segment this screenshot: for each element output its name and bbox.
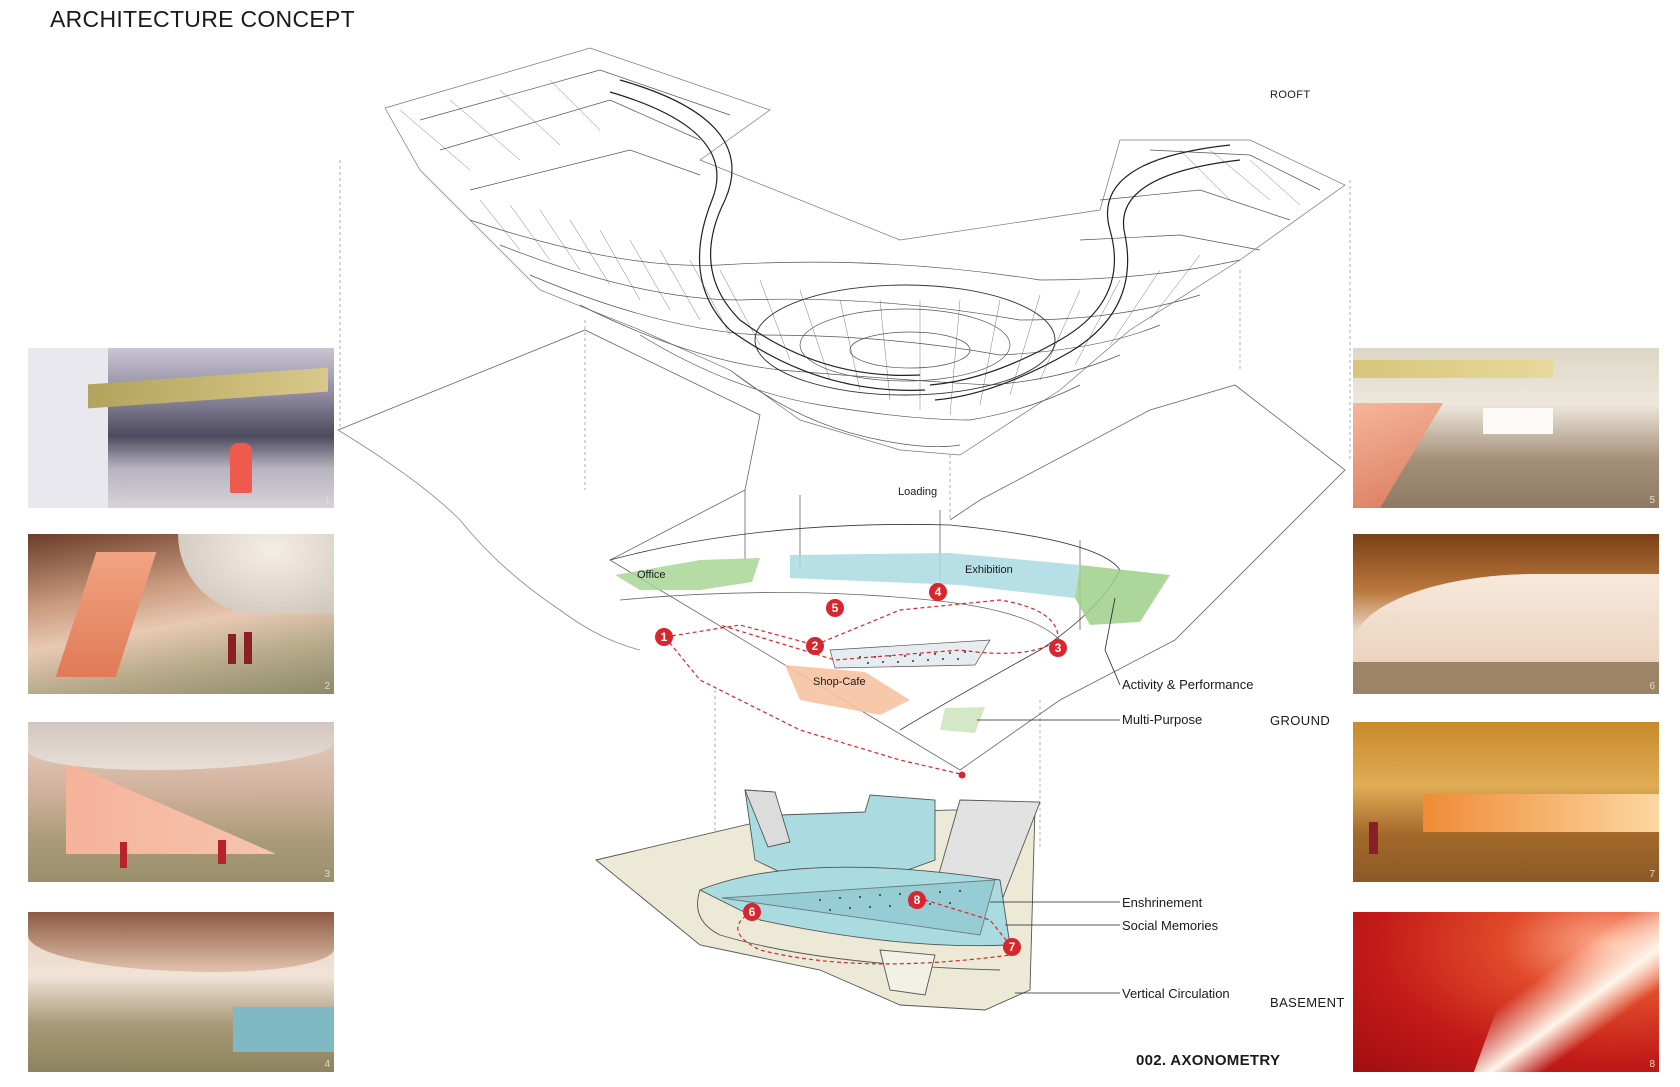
marker-4: 4 <box>929 583 947 601</box>
marker-1: 1 <box>655 628 673 646</box>
svg-text:6: 6 <box>749 905 756 919</box>
render-image-4: 4 <box>28 912 334 1072</box>
enshrinement-label: Enshrinement <box>1122 895 1203 910</box>
ground-floor <box>337 329 1346 771</box>
svg-text:2: 2 <box>812 639 819 653</box>
svg-text:7: 7 <box>1009 940 1016 954</box>
vertical-circulation-label: Vertical Circulation <box>1122 986 1230 1001</box>
circulation-path-basement <box>737 899 1011 965</box>
render-image-8: 8 <box>1353 912 1659 1072</box>
exhibition-label: Exhibition <box>965 564 1013 576</box>
activity-zone <box>1075 565 1170 625</box>
marker-7: 7 <box>1003 938 1021 956</box>
render-image-6: 6 <box>1353 534 1659 694</box>
page-title: ARCHITECTURE CONCEPT <box>50 6 356 32</box>
marker-3: 3 <box>1049 639 1067 657</box>
shop-cafe-zone <box>785 665 910 715</box>
svg-text:1: 1 <box>661 630 668 644</box>
svg-text:3: 3 <box>1055 641 1062 655</box>
basement-level-label: BASEMENT <box>1270 995 1345 1010</box>
marker-2: 2 <box>806 637 824 655</box>
render-image-1: 1 <box>28 348 334 508</box>
office-label: Office <box>637 569 666 581</box>
render-image-3: 3 <box>28 722 334 882</box>
multipurpose-label: Multi-Purpose <box>1122 712 1203 727</box>
roof-level-label: ROOFT <box>1270 89 1311 101</box>
svg-text:5: 5 <box>832 601 839 615</box>
svg-text:4: 4 <box>935 585 942 599</box>
projection-lines <box>339 160 1351 850</box>
render-number: 1 <box>324 495 330 506</box>
loading-label: Loading <box>898 486 938 498</box>
office-zone <box>615 558 760 590</box>
marker-8: 8 <box>908 891 926 909</box>
marker-6: 6 <box>743 903 761 921</box>
stage-area <box>829 639 991 669</box>
render-number: 7 <box>1649 869 1655 880</box>
render-image-2: 2 <box>28 534 334 694</box>
ground-level-label: GROUND <box>1270 713 1331 728</box>
render-number: 3 <box>324 869 330 880</box>
roof-mesh-hatching <box>399 79 1301 416</box>
social-memories-label: Social Memories <box>1122 918 1219 933</box>
render-number: 4 <box>324 1059 330 1070</box>
svg-text:8: 8 <box>914 893 921 907</box>
roof-structure <box>384 47 1346 456</box>
render-number: 8 <box>1649 1059 1655 1070</box>
render-number: 6 <box>1649 681 1655 692</box>
shop-cafe-label: Shop-Cafe <box>813 676 866 688</box>
multipurpose-zone <box>940 707 985 733</box>
leader-lines <box>977 597 1121 994</box>
marker-5: 5 <box>826 599 844 617</box>
render-image-5: 5 <box>1353 348 1659 508</box>
exhibition-zone <box>790 553 1080 598</box>
activity-performance-label: Activity & Performance <box>1122 677 1254 692</box>
drawing-caption: 002. AXONOMETRY <box>1136 1052 1281 1069</box>
render-number: 5 <box>1649 495 1655 506</box>
basement-floor <box>595 789 1041 1011</box>
render-image-7: 7 <box>1353 722 1659 882</box>
render-number: 2 <box>324 681 330 692</box>
